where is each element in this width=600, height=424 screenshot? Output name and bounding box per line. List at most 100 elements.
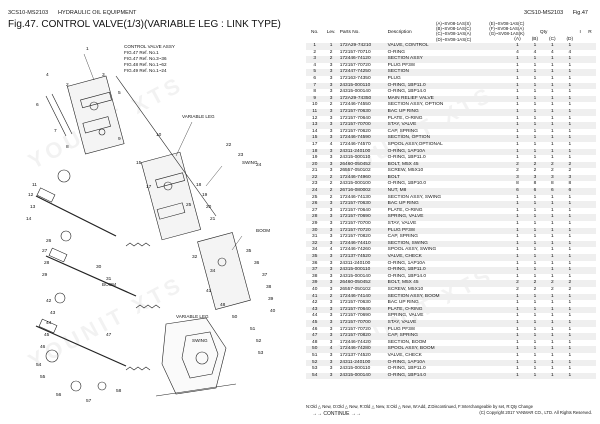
part-description-cell: O-RING, 1BP14.0	[387, 89, 427, 95]
part-description-cell: VALVE, CHECK	[387, 352, 422, 358]
part-no-cell: 34	[312, 247, 318, 253]
qty-cell: 1	[508, 333, 527, 340]
callout-number: 18	[196, 182, 202, 188]
callout-number: 31	[106, 276, 112, 282]
continue-link[interactable]: →→ CONTINUE →→	[312, 411, 361, 417]
flag-cell	[578, 227, 588, 235]
qty-cell: 1	[526, 306, 544, 314]
qty-cell: 1	[561, 82, 579, 90]
qty-cell: 1	[516, 234, 519, 240]
part-description-cell: O-RING, 1BP11.0	[386, 267, 509, 274]
qty-cell: 2	[543, 161, 562, 169]
qty-cell: 1	[561, 267, 579, 274]
part-no-cell: 37	[306, 267, 324, 274]
part-no-cell: 9	[306, 95, 324, 103]
callout-number: 17	[146, 184, 152, 190]
qty-cell: 1	[526, 108, 544, 116]
callout-number: 15	[136, 160, 142, 166]
flag-cell	[578, 56, 588, 63]
qty-cell: 1	[561, 56, 579, 63]
qty-cell: 1	[508, 43, 527, 50]
flag-cell	[587, 234, 596, 241]
part-number-cell: 172447-74250	[338, 69, 387, 76]
qty-cell: 1	[508, 359, 527, 367]
callout-number: 32	[192, 254, 198, 260]
qty-cell: 1	[561, 254, 579, 261]
part-description-cell: MAIN RELIEF VALVE	[386, 95, 509, 103]
part-number-cell: 172157-70620	[339, 128, 371, 134]
callout-number: 6	[36, 102, 39, 108]
part-lev-cell: 2	[323, 174, 339, 182]
part-lev-cell: 4	[329, 141, 333, 147]
part-number-cell: 172137-74520	[338, 254, 387, 261]
flag-cell	[578, 135, 588, 142]
qty-cell: 1	[526, 227, 544, 235]
part-number-cell: 172446-74280	[338, 346, 387, 353]
part-no-cell: 41	[306, 293, 324, 301]
boom-label: BOOM	[256, 228, 270, 233]
qty-cell: 1	[543, 43, 562, 50]
part-description-cell: NUT, M8	[386, 188, 509, 195]
qty-cell: 1	[516, 260, 519, 266]
flag-cell	[587, 142, 596, 149]
part-description-cell: O-RING, 1BP14.0	[386, 372, 509, 380]
part-number-cell: 172157-70640	[339, 207, 371, 213]
part-description-cell: O-RING, 1BP11.0	[387, 366, 426, 372]
qty-cell: 1	[526, 201, 544, 208]
part-number-cell: 172157-70630	[338, 201, 387, 208]
part-description-cell: SECTION ASSY, BOOM	[386, 293, 509, 301]
